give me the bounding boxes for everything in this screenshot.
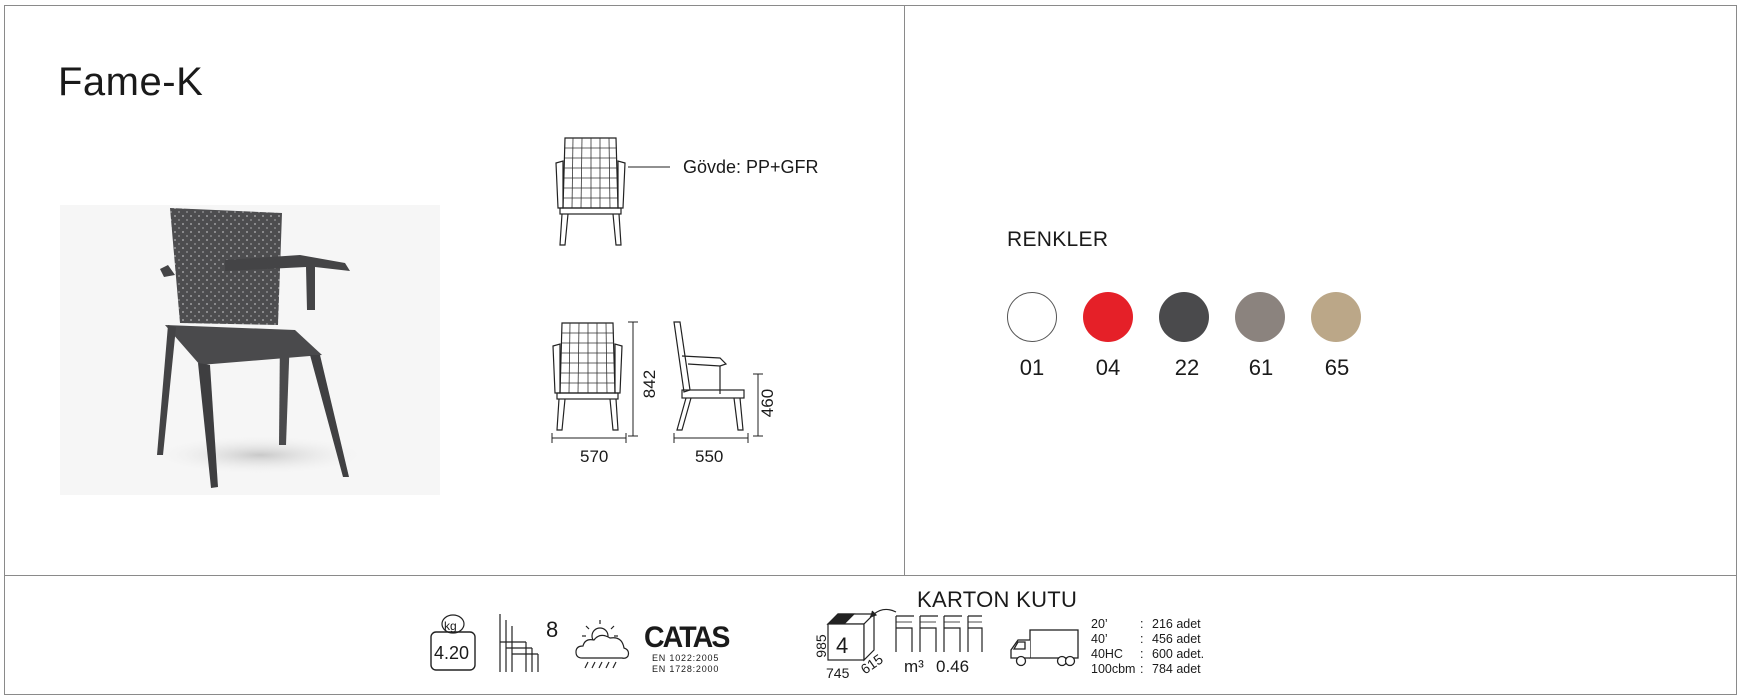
box-icon [826,608,983,662]
weight-value: 4.20 [434,643,470,663]
container-sep-100cbm: : [1140,662,1144,676]
weather-icon [575,620,630,669]
truck-icon [1010,629,1079,667]
standard-en1728: EN 1728:2000 [652,664,720,674]
box-quantity: 4 [836,633,849,658]
weight-unit: kg [444,619,457,633]
stack-icon [499,614,539,672]
container-qty-40hc: 600 adet. [1152,647,1205,661]
color-swatch-65 [1311,292,1361,342]
container-size-40: 40’ [1091,632,1108,646]
color-code-61: 61 [1248,355,1274,380]
container-size-20: 20’ [1091,617,1108,631]
front-view-drawing [555,137,670,246]
container-size-40hc: 40HC [1091,647,1123,661]
chair-photo [60,205,440,495]
horizontal-divider [4,575,1737,576]
box-height: 985 [813,634,829,658]
container-sep-20: : [1140,617,1144,631]
color-swatch-04 [1083,292,1133,342]
stack-count: 8 [546,617,559,642]
container-sep-40hc: : [1140,647,1144,661]
colors-title: RENKLER [1007,228,1109,251]
depth-dimension: 550 [695,447,724,466]
box-width: 745 [826,665,850,681]
material-label: Gövde: PP+GFR [683,157,819,177]
width-dimension: 570 [580,447,609,466]
container-sep-40: : [1140,632,1144,646]
container-size-100cbm: 100cbm [1091,662,1136,676]
weight-icon [430,614,476,671]
vertical-divider [904,5,905,575]
volume-unit: m³ [904,657,924,676]
catas-logo: CATAS [644,621,730,654]
color-code-04: 04 [1095,355,1121,380]
front-dimension-drawing [551,321,638,443]
color-swatch-61 [1235,292,1285,342]
side-view-drawing [673,321,763,443]
product-title: Fame-K [58,60,204,104]
standard-en1022: EN 1022:2005 [652,653,720,663]
page-frame [4,5,1737,695]
volume-value: 0.46 [936,657,970,676]
container-qty-20: 216 adet [1152,617,1201,631]
color-swatch-22 [1159,292,1209,342]
color-code-22: 22 [1174,355,1200,380]
box-title: KARTON KUTU [917,587,1078,612]
seat-height-dimension: 460 [758,388,777,418]
container-qty-100cbm: 784 adet [1152,662,1201,676]
color-swatch-01 [1007,292,1057,342]
container-qty-40: 456 adet [1152,632,1201,646]
color-code-65: 65 [1324,355,1350,380]
height-dimension: 842 [640,369,659,399]
color-code-01: 01 [1019,355,1045,380]
